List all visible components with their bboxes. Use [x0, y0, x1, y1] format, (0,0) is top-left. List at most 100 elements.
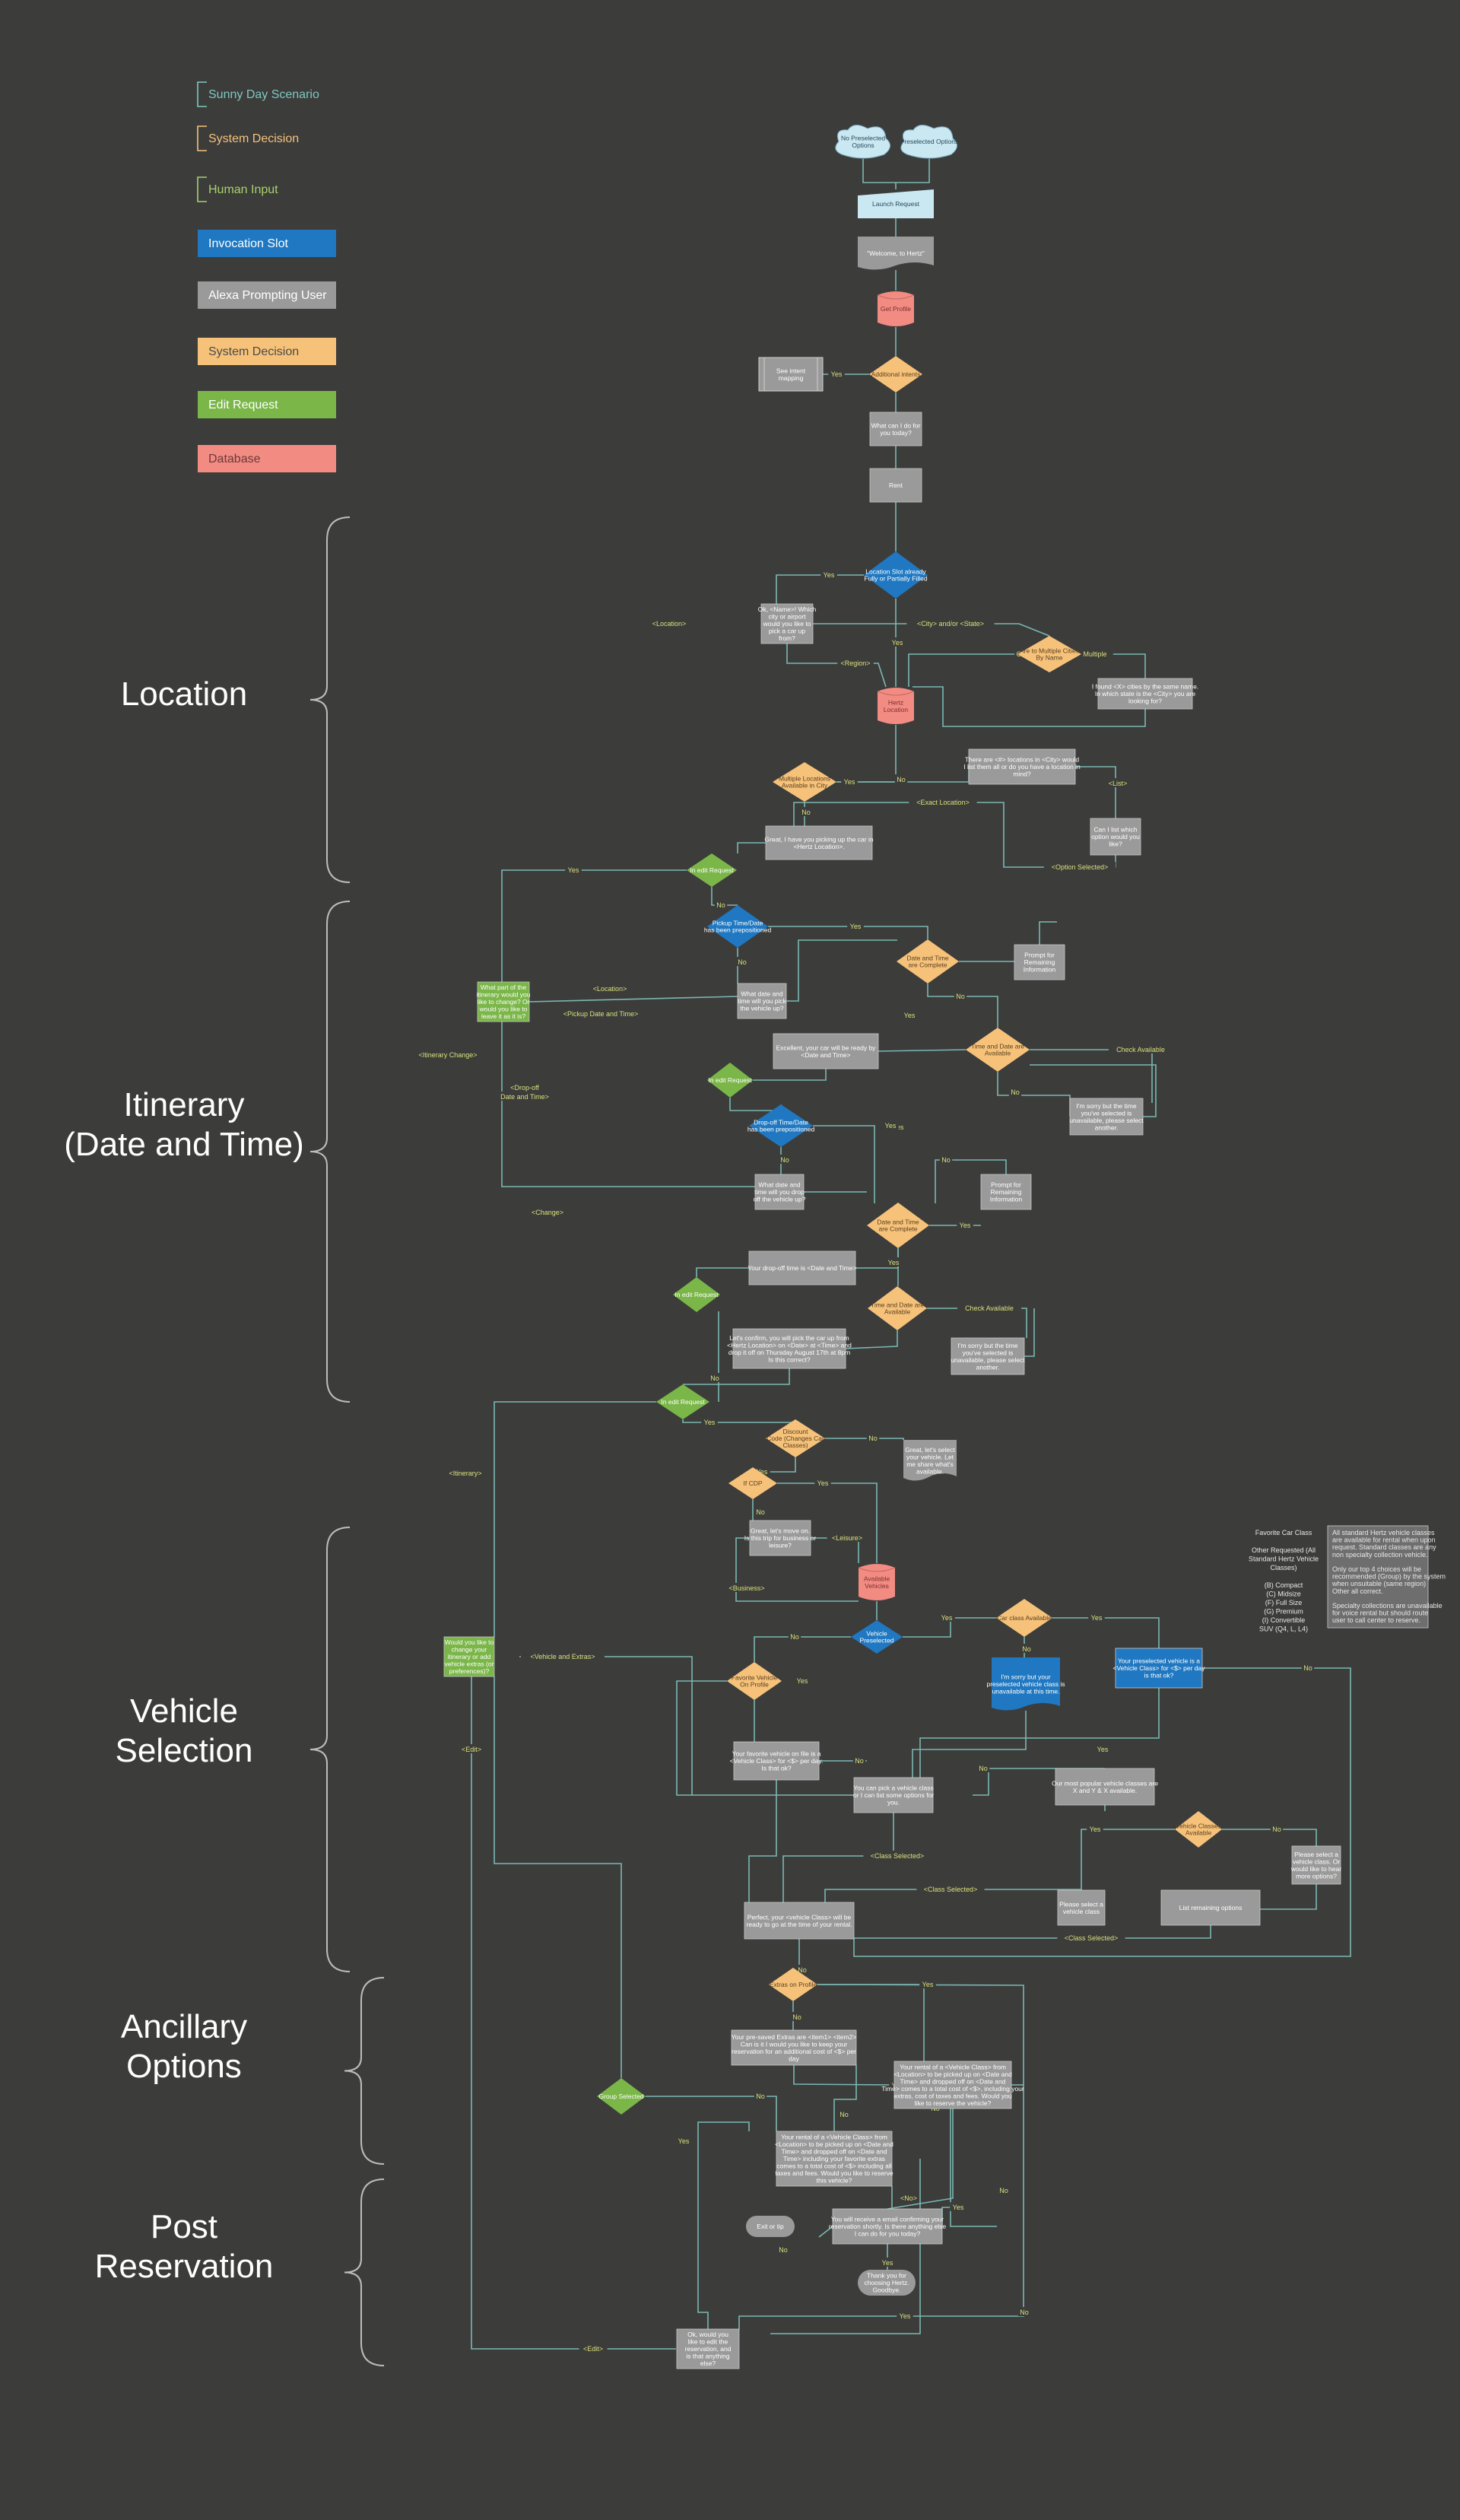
node-text: Time> including your favorite extras [783, 2155, 885, 2162]
node-text: ready to go at the time of your rental. [747, 1921, 852, 1928]
note-box [1327, 1525, 1429, 1629]
connector-label: Yes [675, 2136, 692, 2145]
connector [696, 1267, 749, 1277]
connector [471, 1676, 676, 2350]
connector-label: Yes [889, 637, 906, 647]
connector-label: Yes [1094, 1744, 1111, 1753]
section-brace [344, 1977, 385, 2165]
connector [919, 1688, 1160, 1778]
node-text: city or airport [768, 613, 806, 621]
node-text: Time> and dropped off on <Date and [782, 2148, 887, 2156]
connector-label: Yes [814, 1478, 831, 1487]
connector-label-text: No [738, 958, 747, 966]
connector [1024, 1308, 1035, 1357]
connector-label-text: No [1303, 1664, 1312, 1672]
node-text: See intent [776, 367, 806, 374]
connector-label-text: No [779, 2246, 788, 2254]
flow-node-yourveh: Your preselected vehicle is a<Vehicle Cl… [1113, 1648, 1205, 1689]
flow-node-whichcity: I found <X> cities by the same name.In w… [1092, 678, 1198, 710]
node-text: would you like to [479, 1006, 528, 1013]
connector-label-text: <Change> [532, 1209, 563, 1216]
connector-label: <Itinerary> [441, 1468, 490, 1477]
note-line: user to call center to reserve. [1332, 1616, 1420, 1624]
note-line: when unsuitable (same region) [1331, 1580, 1426, 1587]
section-brace [309, 901, 351, 1403]
node-text: Your preselected vehicle is a [1118, 1657, 1200, 1665]
node-text: Extras on Profile [770, 1981, 817, 1988]
node-text: you today? [880, 429, 912, 437]
connector-label: Check Available [1109, 1044, 1173, 1053]
node-shape [1090, 818, 1141, 856]
node-text: Please select a [1294, 1851, 1338, 1858]
connector [912, 1711, 1027, 1778]
connector-label-text: No [798, 1966, 807, 1974]
connector-label-text: No [716, 901, 725, 909]
node-shape [835, 125, 890, 159]
flow-node-endintent: Exit or tip [746, 2216, 795, 2237]
legend-label: Sunny Day Scenario [208, 88, 319, 101]
node-text: Prompt for [991, 1181, 1021, 1189]
flow-node-getprofile: Get Profile [877, 291, 915, 326]
node-text: Preselected Options [900, 138, 959, 145]
node-shape [765, 825, 873, 860]
connector-label-text: Yes [704, 1419, 716, 1426]
flow-node-editanc: Group Selected [597, 2078, 646, 2115]
node-text: Additional intents [871, 370, 921, 378]
connector-label: <No> [898, 2193, 919, 2202]
connector-label-text: Yes [900, 2312, 911, 2320]
node-text: drop it off on Thursday August 17th at 8… [728, 1349, 850, 1356]
connector-label: No [790, 2012, 804, 2021]
node-text: the vehicle up? [740, 1005, 783, 1012]
node-text: Information [990, 1196, 1023, 1203]
connector [676, 1680, 854, 1796]
connector-label-text: <Edit> [462, 1746, 481, 1753]
connector-label-text: Yes [941, 1614, 953, 1622]
node-shape [1115, 1648, 1203, 1689]
connector [973, 1768, 1105, 1796]
node-shape [732, 1328, 846, 1369]
connector-label: Yes [565, 865, 582, 874]
legend-item: System Decision [197, 126, 299, 151]
connector-label-text: Yes [844, 778, 855, 786]
node-text: If CDP [743, 1479, 762, 1487]
node-shape [728, 1467, 777, 1499]
note-line: Only our top 4 choices will be [1332, 1565, 1421, 1573]
node-text: Is that ok? [761, 1765, 791, 1772]
connector [782, 1813, 894, 1902]
node-text: Thank you for [867, 2272, 906, 2280]
connector-label-text: No [756, 2093, 765, 2100]
node-text: leave it as it is? [481, 1012, 525, 1020]
node-text: extras, cost of taxes and fees. Would yo… [893, 2092, 1012, 2099]
node-text: Please select a [1059, 1900, 1103, 1908]
connector-label: <Leisure> [827, 1533, 868, 1542]
connector-label: No [1270, 1824, 1284, 1833]
connector-label-text: <Location> [593, 985, 627, 993]
node-text: pick a car up [769, 628, 805, 635]
flow-node-intentcheck: Additional intents [869, 356, 922, 392]
connector [813, 623, 1050, 637]
connector-label-text: Yes [797, 1677, 808, 1685]
connector-label-text: Yes [922, 1981, 934, 1988]
node-shape [992, 1657, 1060, 1711]
note-line: (F) Full Size [1265, 1599, 1303, 1606]
node-text: Vehicles [865, 1582, 889, 1590]
connector-label-text: <Class Selected> [871, 1852, 925, 1860]
connector-label: <List> [1103, 778, 1132, 787]
node-shape [746, 2216, 795, 2237]
connector-label: No [735, 957, 749, 966]
connector [1075, 766, 1116, 818]
node-text: <Location> to be picked up on <Date and [775, 2140, 893, 2148]
node-text: Fully or Partially Filled [864, 575, 927, 583]
connector-label-text: No [801, 809, 811, 816]
connector-label: No [754, 2091, 767, 2100]
node-shape [851, 1620, 903, 1654]
node-text: is that ok? [1144, 1672, 1174, 1679]
